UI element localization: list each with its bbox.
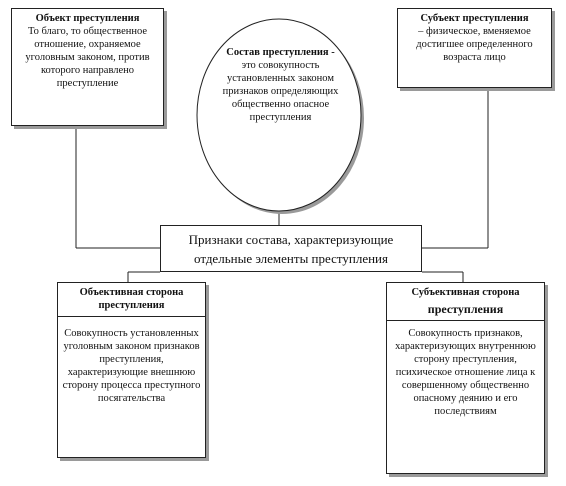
composition-ellipse [196,18,362,212]
object-text: То благо, то общественное отношение, охр… [25,26,150,89]
objective-side-box: Объективная сторона преступления Совокуп… [57,282,206,458]
objective-side-title: Объективная сторона преступления [79,287,184,311]
composition-title: Состав преступления - [226,47,335,58]
subjective-side-divider [387,320,544,321]
objective-side-divider [58,316,205,317]
subject-text: – физическое, вменяемое достигшее опреде… [416,26,533,63]
composition-text: это совокупность установленных законом п… [222,60,339,123]
subjective-side-title-line2: преступления [427,302,504,316]
subjective-side-title-line1: Субъективная сторона [411,287,520,298]
object-title: Объект преступления [35,13,140,24]
objective-side-text: Совокупность установленных уголовным зак… [62,328,201,404]
subject-title: Субъект преступления [420,13,529,24]
signs-box: Признаки состава, характеризующие отдель… [160,225,422,272]
subjective-side-text: Совокупность признаков, характеризующих … [395,328,536,417]
object-box: Объект преступления То благо, то обществ… [11,8,164,126]
subjective-side-box: Субъективная сторона преступления Совоку… [386,282,545,474]
signs-text: Признаки состава, характеризующие отдель… [188,232,394,266]
subject-box: Субъект преступления – физическое, вменя… [397,8,552,88]
composition-text-block: Состав преступления - это совокупность у… [212,46,349,124]
